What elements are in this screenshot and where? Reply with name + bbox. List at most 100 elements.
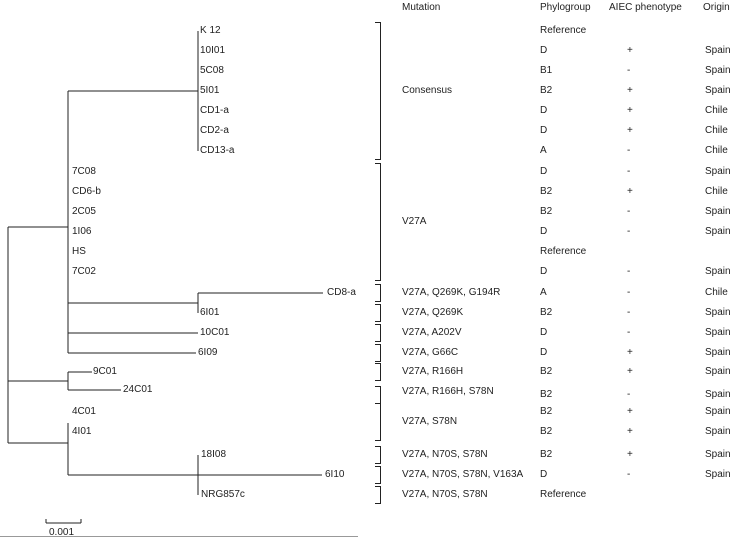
phylogroup-cell: Reference (540, 489, 587, 500)
aiec-cell: + (627, 449, 633, 460)
origin-cell: Spain (705, 307, 731, 318)
phylogroup-cell: D (540, 266, 548, 277)
taxon-label: 6I01 (200, 307, 220, 318)
origin-cell: Chile (705, 287, 728, 298)
origin-cell: Spain (705, 85, 731, 96)
origin-cell: Chile (705, 105, 728, 116)
taxon-label: 10C01 (200, 327, 230, 338)
mutation-label: Consensus (402, 85, 453, 96)
group-bracket (375, 446, 381, 464)
aiec-cell: - (627, 307, 631, 318)
origin-cell: Spain (705, 389, 731, 400)
origin-cell: Spain (705, 469, 731, 480)
group-bracket (375, 163, 381, 281)
phylogroup-cell: B2 (540, 449, 553, 460)
aiec-cell: + (627, 426, 633, 437)
phylogroup-cell: B2 (540, 406, 553, 417)
group-bracket (375, 403, 381, 441)
group-bracket (375, 304, 381, 322)
phylogroup-cell: D (540, 125, 548, 136)
phylogroup-cell: Reference (540, 25, 587, 36)
phylogroup-cell: B2 (540, 85, 553, 96)
taxon-label: 24C01 (123, 384, 153, 395)
phylogroup-cell: Reference (540, 246, 587, 257)
bottom-rule (0, 536, 358, 537)
origin-cell: Spain (705, 327, 731, 338)
origin-cell: Spain (705, 226, 731, 237)
group-bracket (375, 344, 381, 362)
phylogroup-cell: B2 (540, 389, 553, 400)
group-bracket (375, 363, 381, 381)
aiec-cell: - (627, 226, 631, 237)
taxon-label: CD1-a (200, 105, 229, 116)
header-phylogroup: Phylogroup (540, 2, 591, 13)
aiec-cell: - (627, 266, 631, 277)
origin-cell: Spain (705, 406, 731, 417)
phylogroup-cell: D (540, 45, 548, 56)
scale-label: 0.001 (49, 527, 75, 538)
origin-cell: Chile (705, 125, 728, 136)
taxon-label: 2C05 (72, 206, 96, 217)
group-bracket (375, 324, 381, 342)
aiec-cell: + (627, 85, 633, 96)
taxon-label: 4I01 (72, 426, 92, 437)
aiec-cell: - (627, 327, 631, 338)
header-aiec: AIEC phenotype (609, 2, 682, 13)
taxon-label: CD6-b (72, 186, 101, 197)
taxon-label: 1I06 (72, 226, 92, 237)
aiec-cell: + (627, 406, 633, 417)
group-bracket (375, 22, 381, 160)
aiec-cell: - (627, 206, 631, 217)
phylogroup-cell: B1 (540, 65, 553, 76)
origin-cell: Spain (705, 65, 731, 76)
phylogroup-cell: A (540, 145, 547, 156)
origin-cell: Spain (705, 166, 731, 177)
origin-cell: Spain (705, 449, 731, 460)
origin-cell: Spain (705, 266, 731, 277)
aiec-cell: - (627, 145, 631, 156)
mutation-label: V27A, G66C (402, 347, 459, 358)
taxon-label: 5I01 (200, 85, 220, 96)
mutation-label: V27A, N70S, S78N (402, 489, 488, 500)
taxon-label: 4C01 (72, 406, 96, 417)
header-mutation: Mutation (402, 2, 441, 13)
origin-cell: Chile (705, 145, 728, 156)
origin-cell: Spain (705, 426, 731, 437)
taxon-label: 7C08 (72, 166, 96, 177)
taxon-label: 6I09 (198, 347, 218, 358)
taxon-label: HS (72, 246, 86, 257)
taxon-label: 5C08 (200, 65, 224, 76)
taxon-label: 9C01 (93, 366, 117, 377)
taxon-label: CD13-a (200, 145, 235, 156)
group-bracket (375, 386, 381, 404)
group-bracket (375, 466, 381, 484)
phylogroup-cell: D (540, 226, 548, 237)
origin-cell: Spain (705, 45, 731, 56)
phylogroup-cell: D (540, 105, 548, 116)
taxon-label: NRG857c (201, 489, 245, 500)
mutation-label: V27A, N70S, S78N, V163A (402, 469, 524, 480)
group-bracket (375, 486, 381, 504)
mutation-label: V27A, R166H (402, 366, 464, 377)
aiec-cell: - (627, 166, 631, 177)
aiec-cell: - (627, 469, 631, 480)
taxon-label: 18I08 (201, 449, 227, 460)
mutation-label: V27A, N70S, S78N (402, 449, 488, 460)
aiec-cell: + (627, 366, 633, 377)
aiec-cell: + (627, 186, 633, 197)
mutation-label: V27A, A202V (402, 327, 462, 338)
aiec-cell: + (627, 45, 633, 56)
aiec-cell: + (627, 125, 633, 136)
origin-cell: Chile (705, 186, 728, 197)
taxon-label: 6I10 (325, 469, 345, 480)
origin-cell: Spain (705, 206, 731, 217)
aiec-cell: - (627, 389, 631, 400)
phylogroup-cell: A (540, 287, 547, 298)
phylogroup-cell: D (540, 166, 548, 177)
aiec-cell: - (627, 65, 631, 76)
phylogroup-cell: D (540, 347, 548, 358)
mutation-label: V27A, Q269K, G194R (402, 287, 501, 298)
aiec-cell: + (627, 347, 633, 358)
taxon-label: CD8-a (327, 287, 356, 298)
